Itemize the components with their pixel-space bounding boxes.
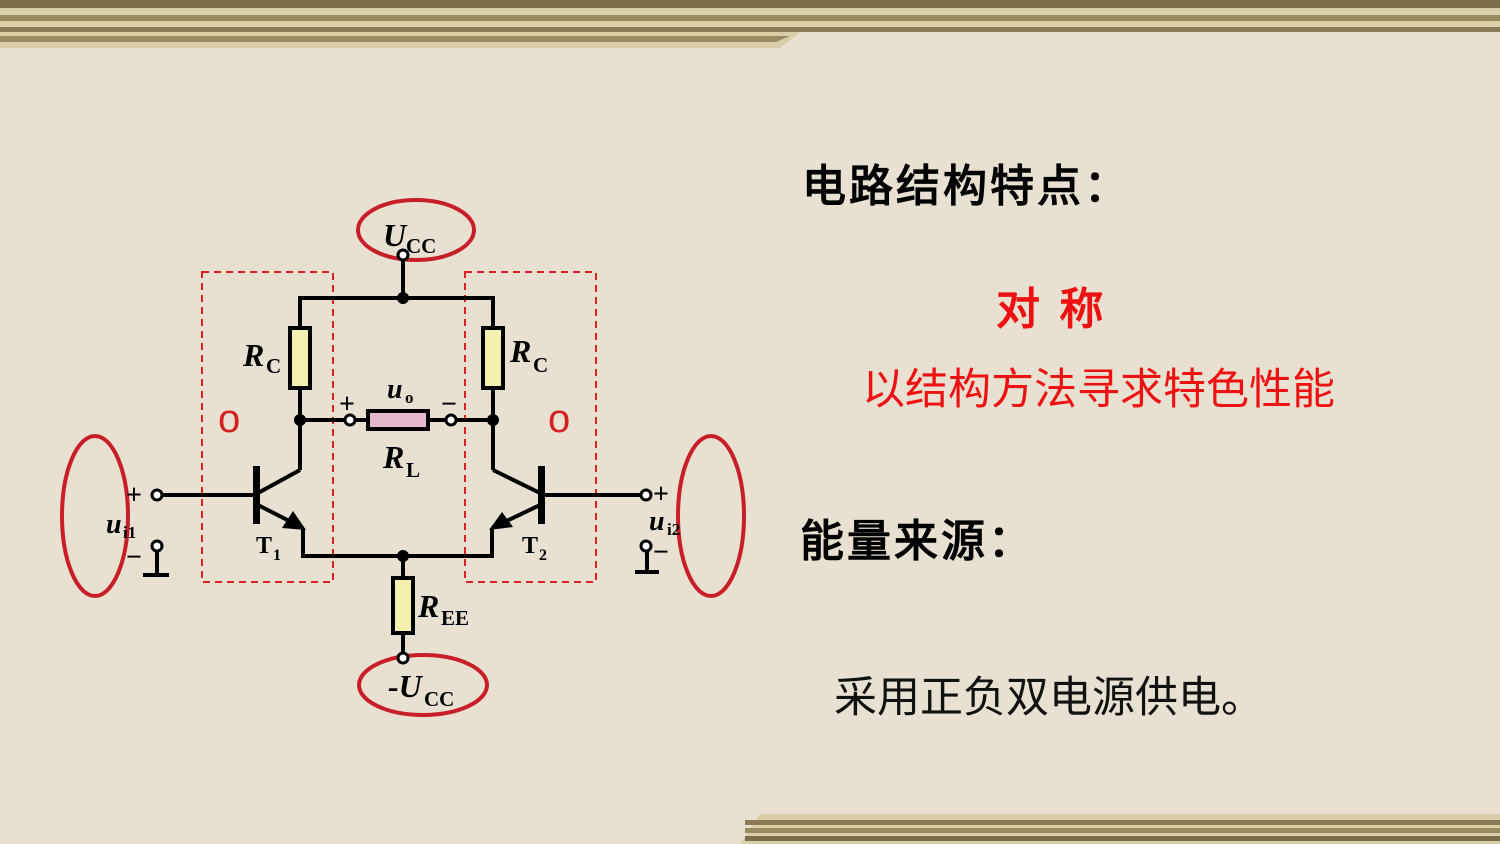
left-circle-mark: o [218,397,240,441]
t1-label: T 1 [256,533,281,564]
ui2-label: u i2 [649,506,680,539]
terminals [150,248,653,665]
vee-circle [357,653,489,717]
ui1-main: u [106,509,122,540]
uo-label: u o [387,374,414,407]
uo-main: u [387,374,403,405]
ree-resistor [391,576,415,635]
rl-main: R [382,439,404,475]
rl-resistor [366,409,430,431]
rc-right-sub: C [533,353,548,377]
left-half-box [201,271,334,583]
rc-right-resistor [481,326,505,390]
ui1-plus: + [126,480,142,511]
bottom-decor-band [740,814,1500,844]
rc-left-resistor [288,326,312,390]
junction-dots [294,292,499,562]
t2-label: T 2 [522,533,547,564]
top-decor-band [0,0,1500,48]
ui2-main: u [649,506,665,537]
supply-neg-sub: CC [424,687,454,711]
rc-left-sub: C [266,354,281,378]
uo-sub: o [405,388,414,407]
ui2-sub: i2 [667,520,680,539]
heading-circuit-structure: 电路结构特点： [802,161,1131,212]
rc-right-main: R [509,333,531,369]
emitter-arrows [282,511,513,530]
rc-left-label: R C [242,337,281,378]
t1-main: T [256,533,272,559]
label-power-supply: 采用正负双电源供电。 [834,673,1264,723]
supply-pos-sub: CC [406,234,436,258]
transistor-bars [253,466,545,524]
ui1-minus: − [126,542,142,573]
input1-circle [60,434,130,598]
label-structure-method: 以结构方法寻求特色性能 [862,365,1335,415]
t2-main: T [522,533,538,559]
t1-sub: 1 [273,547,281,564]
t2-sub: 2 [539,547,547,564]
ui1-label: u i1 [106,509,136,542]
heading-energy-source: 能量来源： [800,516,1035,567]
ui2-plus: + [653,479,669,510]
ree-label: R EE [417,588,469,630]
ui2-minus: − [653,537,669,568]
dashed-boxes [201,271,597,583]
uo-plus: + [339,389,355,420]
ree-main: R [417,588,439,624]
ree-sub: EE [441,606,469,630]
ui1-sub: i1 [123,523,136,542]
right-half-box [464,271,597,583]
vcc-circle [356,198,476,262]
rc-left-main: R [242,337,264,373]
supply-pos-main: U [383,217,408,253]
supply-neg-label: -U CC [388,668,454,711]
rl-sub: L [406,458,420,482]
rc-right-label: R C [509,333,548,377]
red-circles [60,198,746,717]
supply-neg-main: -U [388,668,424,704]
input2-circle [676,434,746,598]
supply-pos-label: U CC [383,217,436,258]
rl-label: R L [382,439,420,482]
right-circle-mark: o [548,397,570,441]
uo-minus: − [441,389,457,420]
label-symmetry: 对 称 [996,284,1106,335]
